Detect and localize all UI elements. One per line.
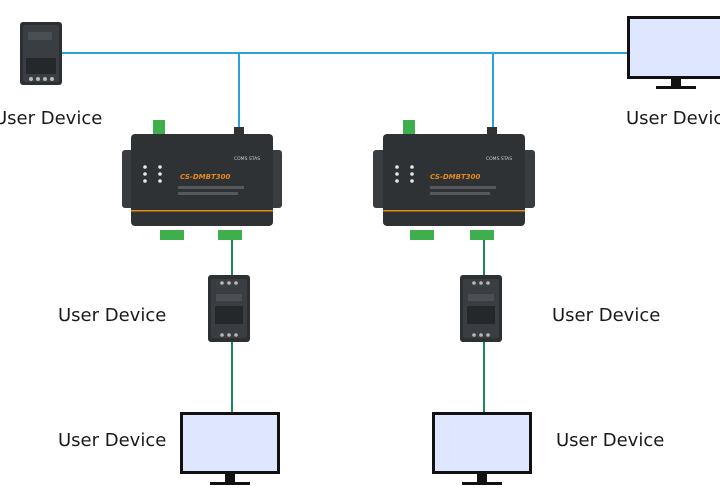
din-power-supply-top-left [20, 22, 62, 85]
serial-gateway-left: CS-DMBT300 COMS STAS [122, 120, 282, 240]
device-label-mid-right: User Device [552, 305, 661, 326]
monitor-screen [630, 19, 720, 76]
din-converter-mid-right [460, 275, 502, 342]
device-label-top-right: User Device [626, 108, 720, 129]
serial-gateway-right: CS-DMBT300 COMS STAS [373, 120, 535, 240]
monitor-screen [435, 415, 529, 471]
monitor-screen [183, 415, 277, 471]
gateway-brand-text: CS-DMBT300 [180, 173, 230, 181]
gateway-brand-text: CS-DMBT300 [430, 173, 480, 181]
device-label-mid-left: User Device [58, 305, 167, 326]
gateway-logo-text: COMS STAS [234, 156, 260, 162]
monitor-bottom-left [180, 412, 280, 485]
device-label-bottom-left: User Device [58, 430, 167, 451]
monitor-bottom-right [432, 412, 532, 485]
serial-links [231, 240, 485, 412]
gateway-logo-text: COMS STAS [486, 156, 512, 162]
din-converter-mid-left [208, 275, 250, 342]
monitor-top-right [627, 16, 720, 89]
ethernet-bus [62, 52, 628, 133]
gateway-housing [383, 134, 525, 226]
gateway-housing [131, 134, 273, 226]
device-label-bottom-right: User Device [556, 430, 665, 451]
device-label-top-left: User Device [0, 108, 103, 129]
